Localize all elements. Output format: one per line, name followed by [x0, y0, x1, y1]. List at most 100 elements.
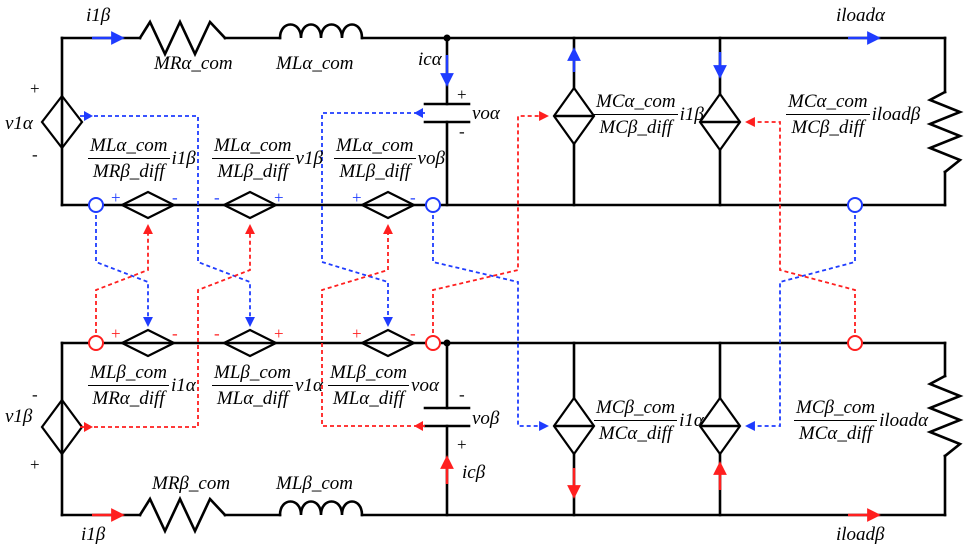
alpha-current-source-1 — [552, 86, 596, 146]
blue-control-links — [80, 112, 856, 431]
i1-alpha-label: i1β — [86, 5, 111, 26]
v1-alpha-plus: + — [30, 79, 40, 98]
alpha-src1-minus: - — [172, 188, 178, 207]
coef-beta-5-var: iloadα — [879, 409, 929, 431]
coef-beta-3-var: voα — [411, 374, 439, 396]
alpha-series-source-2 — [221, 190, 279, 220]
alpha-load-resistor — [926, 90, 964, 174]
coef-beta-1-num: MLβ_com — [88, 363, 170, 386]
beta-current-source-1 — [552, 396, 596, 456]
coef-alpha-1-den: MRβ_diff — [92, 161, 165, 182]
alpha-dependent-voltage-source — [40, 94, 84, 150]
beta-load-resistor — [926, 374, 964, 458]
coef-alpha-5-den: MCβ_diff — [791, 117, 865, 138]
alpha-node-1 — [88, 197, 104, 213]
coef-beta-2-den: MLα_diff — [216, 388, 289, 409]
alpha-node-3 — [847, 197, 863, 213]
alpha-series-source-3 — [359, 190, 417, 220]
v1-beta-minus: - — [32, 385, 38, 404]
coef-beta-3-den: MLα_diff — [332, 388, 405, 409]
coef-beta-5-den: MCα_diff — [798, 423, 873, 444]
alpha-src2-minus: - — [214, 188, 220, 207]
cap-beta-minus: - — [459, 385, 465, 404]
coef-alpha-1-num: MLα_com — [88, 136, 170, 159]
coef-alpha-2-num: MLα_com — [212, 136, 294, 159]
red-control-links — [80, 111, 856, 428]
coef-alpha-5-var: iloadβ — [871, 103, 921, 125]
beta-current-source-2 — [698, 396, 742, 456]
v1-alpha-minus: - — [32, 145, 38, 164]
alpha-inductor-series — [278, 23, 364, 40]
iload-beta-label: iloadβ — [836, 524, 885, 545]
beta-capacitor — [423, 406, 471, 428]
beta-dependent-voltage-source — [40, 398, 84, 456]
v1-beta-plus: + — [30, 455, 40, 474]
beta-node-1 — [88, 335, 104, 351]
beta-series-source-1 — [119, 328, 177, 358]
beta-src2-minus: - — [214, 324, 220, 343]
beta-src3-plus: + — [352, 324, 362, 343]
coef-alpha-4-den: MCβ_diff — [599, 117, 673, 138]
beta-node-3 — [847, 335, 863, 351]
alpha-series-source-1 — [119, 190, 177, 220]
beta-src1-plus: + — [111, 324, 121, 343]
beta-src1-minus: - — [172, 324, 178, 343]
blue-sense-marker-top — [84, 111, 93, 121]
coef-alpha-2-den: MLβ_diff — [217, 161, 289, 182]
coef-beta-1-den: MRα_diff — [92, 388, 165, 409]
coef-alpha-3-var: voβ — [417, 147, 445, 169]
alpha-junction-dot — [443, 34, 451, 42]
beta-series-source-3 — [359, 328, 417, 358]
vo-alpha-label: voα — [472, 103, 500, 124]
coef-alpha-3-num: MLα_com — [334, 136, 416, 159]
iload-alpha-label: iloadα — [836, 5, 886, 26]
i1-beta-label: i1β — [81, 524, 106, 545]
cap-beta-plus: + — [457, 435, 467, 454]
alpha-src2-plus: + — [274, 188, 284, 207]
beta-src3-minus: - — [410, 324, 416, 343]
alpha-src3-minus: - — [410, 188, 416, 207]
ic-alpha-label: icα — [418, 49, 442, 70]
red-sense-marker-bottom — [84, 422, 93, 432]
beta-series-source-2 — [221, 328, 279, 358]
coef-alpha-5-num: MCα_com — [786, 92, 870, 115]
beta-inductor-series — [278, 500, 364, 517]
v1-alpha-label: v1α — [5, 113, 33, 134]
coef-alpha-4-var: i1β — [679, 103, 704, 125]
coef-beta-2-num: MLβ_com — [212, 363, 294, 386]
alpha-resistor-series — [138, 18, 227, 58]
coef-beta-1-var: i1α — [171, 374, 196, 396]
red-sense-marker-cap — [414, 421, 423, 431]
beta-node-2 — [425, 335, 441, 351]
beta-circuit-wiring — [60, 341, 947, 517]
l-alpha-label: MLα_com — [276, 53, 354, 74]
alpha-circuit-wiring — [60, 36, 947, 207]
l-beta-label: MLβ_com — [276, 473, 354, 494]
beta-src2-plus: + — [274, 324, 284, 343]
alpha-src1-plus: + — [111, 188, 121, 207]
coef-alpha-2-var: v1β — [295, 147, 323, 169]
coef-beta-4-num: MCβ_com — [594, 398, 678, 421]
blue-sense-marker-cap — [414, 108, 423, 118]
v1-beta-label: v1β — [5, 406, 33, 427]
coef-alpha-4-num: MCα_com — [594, 92, 678, 115]
cap-alpha-minus: - — [459, 122, 465, 141]
coef-beta-3-num: MLβ_com — [328, 363, 410, 386]
r-alpha-label: MRα_com — [154, 53, 233, 74]
coef-alpha-1-var: i1β — [171, 147, 196, 169]
alpha-src3-plus: + — [352, 188, 362, 207]
coef-beta-5-num: MCβ_com — [794, 398, 878, 421]
current-arrows — [92, 31, 881, 522]
cap-alpha-plus: + — [457, 85, 467, 104]
vo-beta-label: voβ — [472, 408, 500, 429]
